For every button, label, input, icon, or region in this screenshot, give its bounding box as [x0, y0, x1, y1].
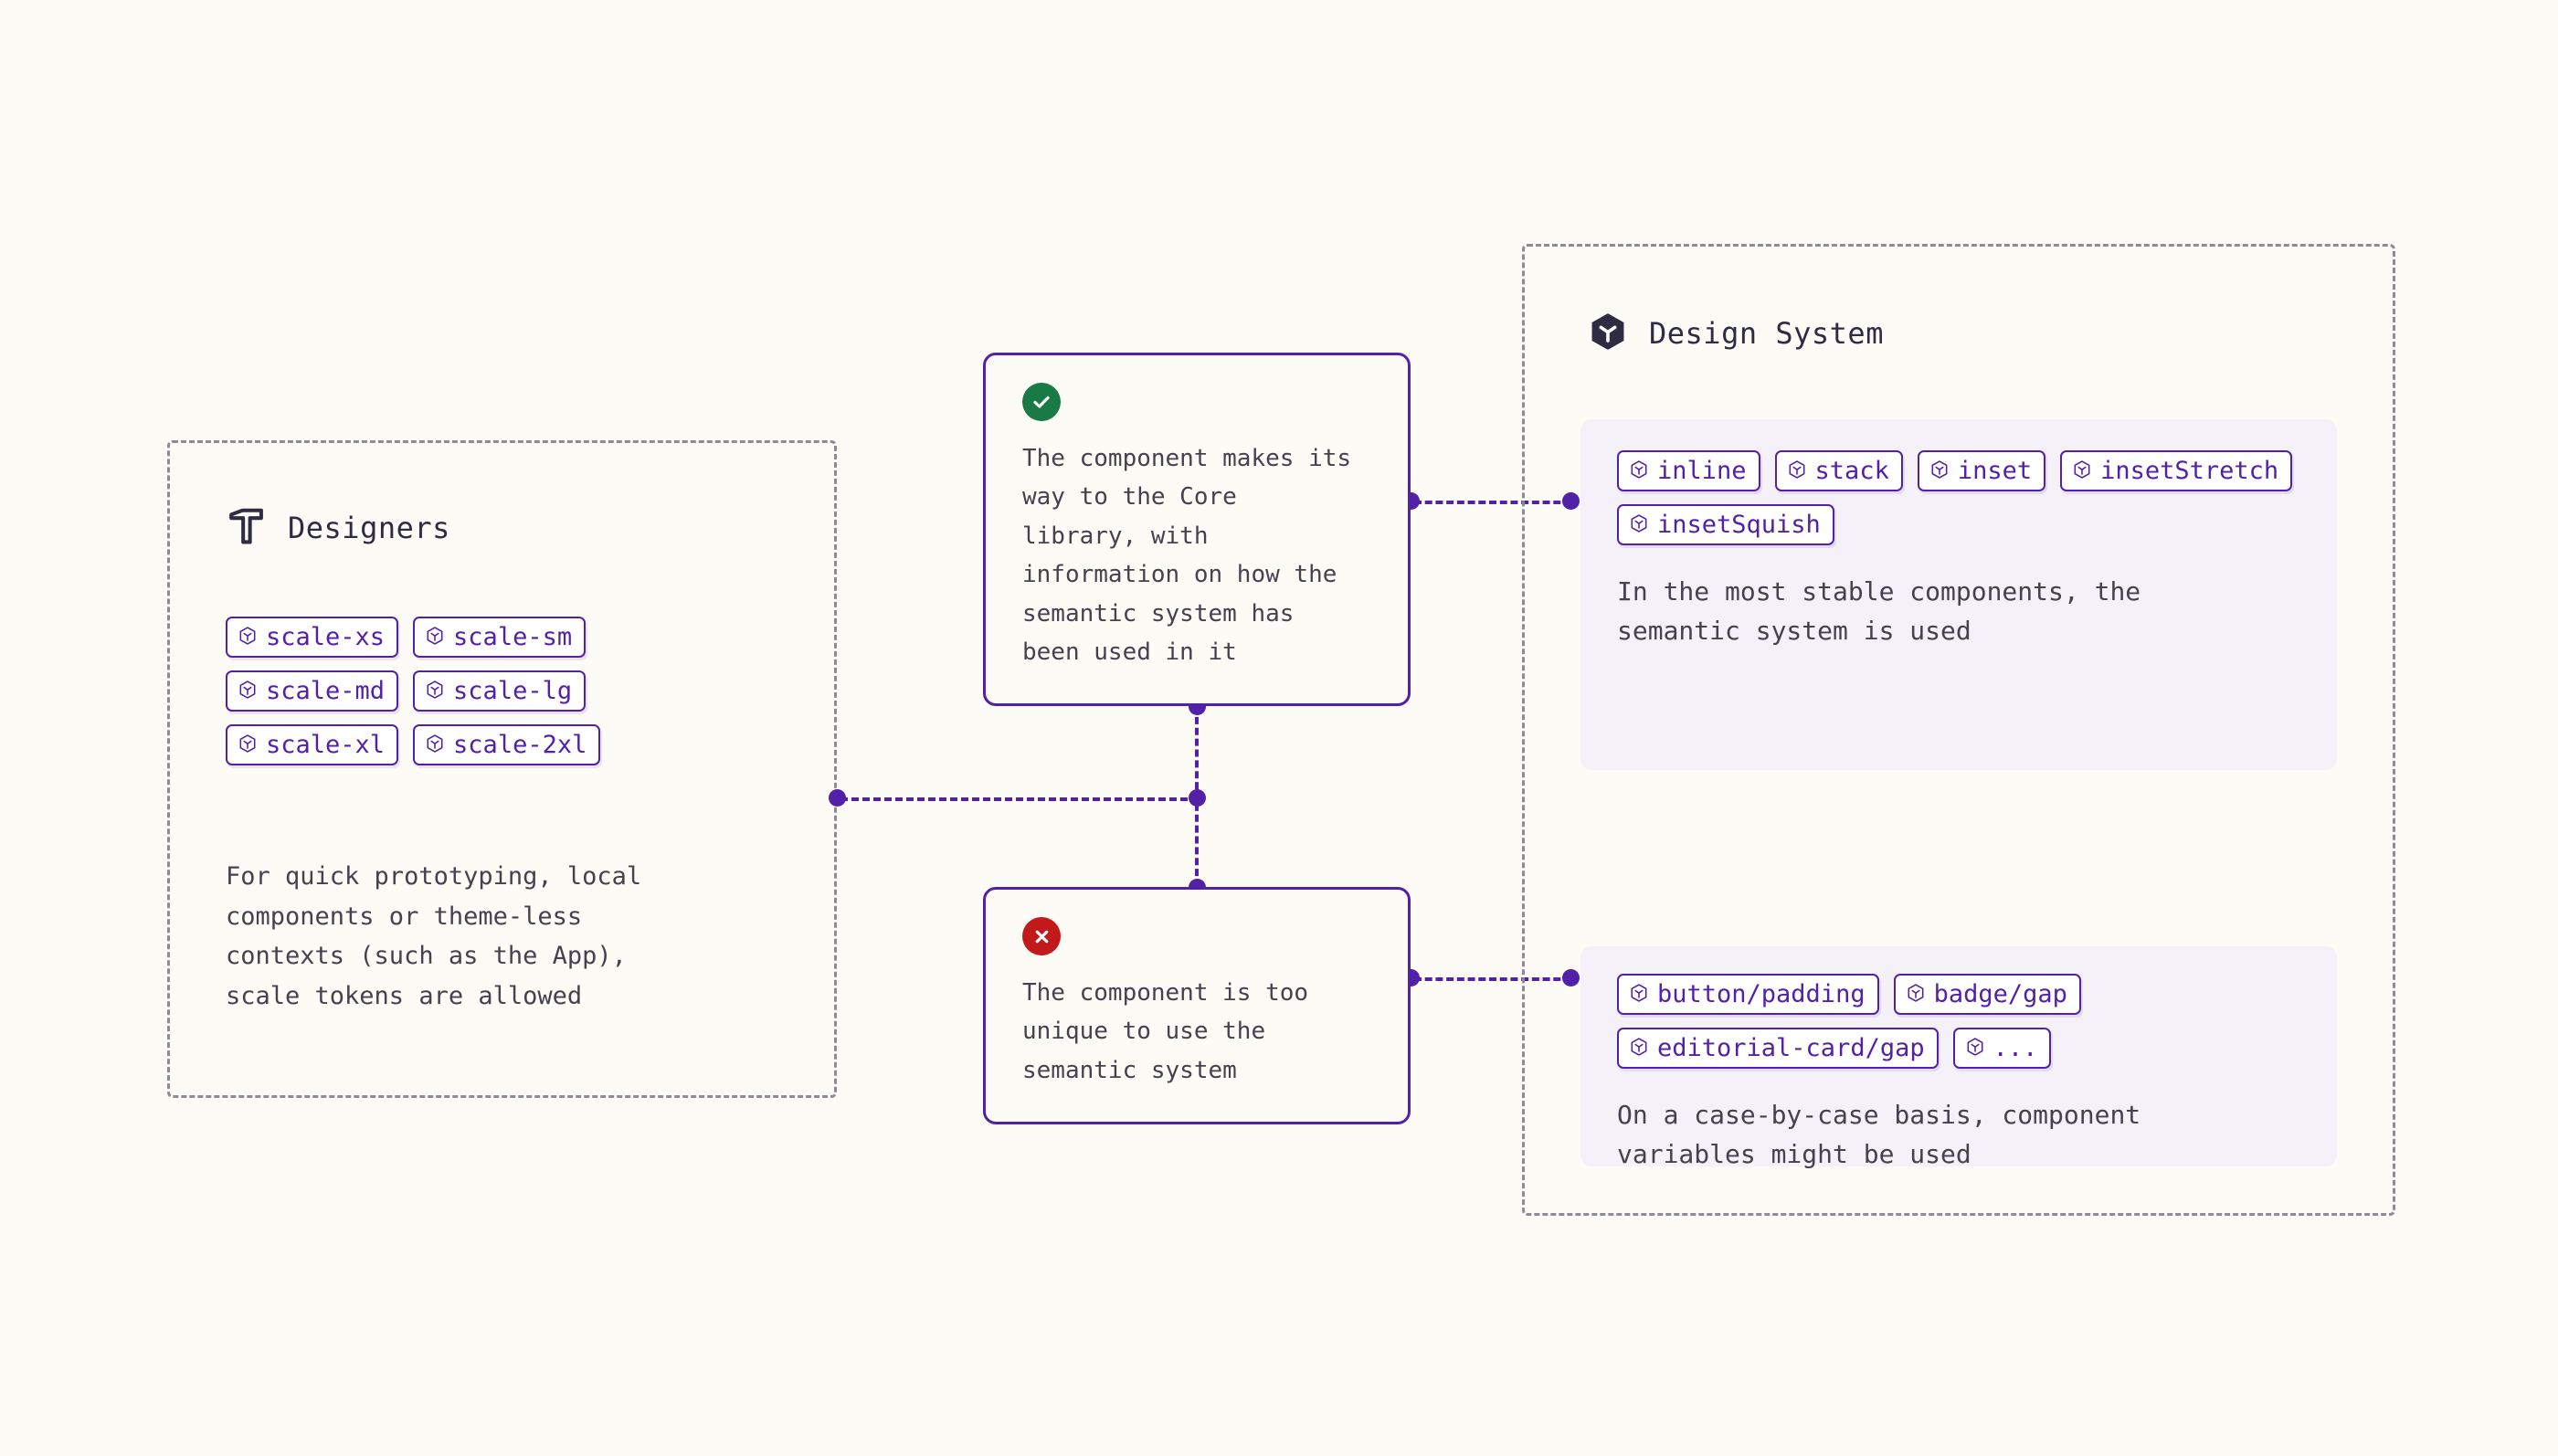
connector-node-ds-card-2: [1562, 969, 1580, 986]
cube-icon: [238, 733, 258, 757]
designers-panel: [167, 440, 837, 1098]
token-chip-scale-sm[interactable]: scale-sm: [413, 617, 587, 658]
design-system-title: Design System: [1649, 316, 1884, 351]
token-chip-stack[interactable]: stack: [1774, 450, 1903, 491]
token-chip-insetsquish[interactable]: insetSquish: [1617, 504, 1834, 545]
design-system-header: Design System: [1587, 311, 1884, 356]
designers-header: Designers: [226, 505, 450, 551]
designers-description: For quick prototyping, local components …: [226, 862, 642, 1011]
cube-icon: [1629, 1037, 1649, 1060]
token-label: scale-sm: [453, 623, 573, 651]
token-label: ...: [1992, 1034, 2038, 1062]
hammer-icon: [226, 505, 268, 551]
cube-icon: [238, 626, 258, 649]
token-label: scale-md: [266, 677, 386, 705]
flow-card-success-text: The component makes its way to the Core …: [1022, 445, 1352, 666]
cube-icon: [1629, 513, 1649, 537]
token-chip-inline[interactable]: inline: [1617, 450, 1760, 491]
design-system-card-semantic: inline stack inset: [1580, 419, 2337, 770]
token-chip-insetstretch[interactable]: insetStretch: [2060, 450, 2293, 491]
token-chip-more[interactable]: ...: [1952, 1028, 2052, 1069]
design-system-card-semantic-description: In the most stable components, the seman…: [1617, 576, 2141, 646]
token-label: inline: [1657, 457, 1747, 485]
cube-icon: [1929, 459, 1950, 483]
token-chip-button-padding[interactable]: button/padding: [1617, 974, 1879, 1015]
semantic-token-list: inline stack inset: [1617, 450, 2300, 545]
token-chip-scale-xl[interactable]: scale-xl: [226, 724, 399, 765]
token-label: inset: [1957, 457, 2033, 485]
token-label: insetSquish: [1657, 511, 1821, 539]
cube-icon: [425, 626, 445, 649]
cube-icon: [1587, 311, 1629, 356]
token-chip-inset[interactable]: inset: [1917, 450, 2046, 491]
cube-icon: [1787, 459, 1807, 483]
designers-title: Designers: [288, 511, 450, 545]
cube-icon: [1906, 983, 1926, 1007]
token-label: scale-2xl: [453, 731, 587, 759]
token-label: stack: [1814, 457, 1889, 485]
designers-token-list: scale-xs scale-sm scale-md: [226, 617, 628, 765]
cube-icon: [1965, 1037, 1985, 1060]
design-system-panel: [1522, 244, 2395, 1216]
connector-vertical-spine: [1195, 706, 1199, 887]
cube-icon: [1629, 983, 1649, 1007]
check-circle-icon: [1022, 383, 1061, 421]
token-label: button/padding: [1657, 980, 1866, 1008]
token-chip-scale-md[interactable]: scale-md: [226, 670, 399, 712]
token-chip-scale-lg[interactable]: scale-lg: [413, 670, 587, 712]
design-system-card-component-variables-description: On a case-by-case basis, component varia…: [1617, 1100, 2141, 1169]
token-chip-editorial-card-gap[interactable]: editorial-card/gap: [1617, 1028, 1939, 1069]
cube-icon: [425, 733, 445, 757]
design-system-card-component-variables: button/padding badge/gap: [1580, 946, 2337, 1169]
flow-card-error: The component is too unique to use the s…: [983, 887, 1411, 1124]
flow-card-success: The component makes its way to the Core …: [983, 353, 1411, 706]
cube-icon: [238, 680, 258, 703]
token-label: scale-lg: [453, 677, 573, 705]
cube-icon: [425, 680, 445, 703]
connector-error-to-ds-card-2: [1414, 977, 1571, 981]
token-label: scale-xs: [266, 623, 386, 651]
token-chip-badge-gap[interactable]: badge/gap: [1893, 974, 2081, 1015]
token-label: editorial-card/gap: [1657, 1034, 1925, 1062]
flow-card-error-text: The component is too unique to use the s…: [1022, 979, 1309, 1084]
x-circle-icon: [1022, 917, 1061, 955]
cube-icon: [2072, 459, 2092, 483]
connector-node-ds-card-1: [1562, 492, 1580, 510]
token-label: scale-xl: [266, 731, 386, 759]
token-chip-scale-xs[interactable]: scale-xs: [226, 617, 399, 658]
token-chip-scale-2xl[interactable]: scale-2xl: [413, 724, 601, 765]
connector-success-to-ds-card-1: [1414, 501, 1571, 504]
cube-icon: [1629, 459, 1649, 483]
connector-designers-to-junction: [840, 797, 1199, 801]
connector-node-designers: [829, 789, 846, 807]
component-variable-token-list: button/padding badge/gap: [1617, 974, 2300, 1069]
token-label: badge/gap: [1933, 980, 2067, 1008]
token-label: insetStretch: [2100, 457, 2279, 485]
